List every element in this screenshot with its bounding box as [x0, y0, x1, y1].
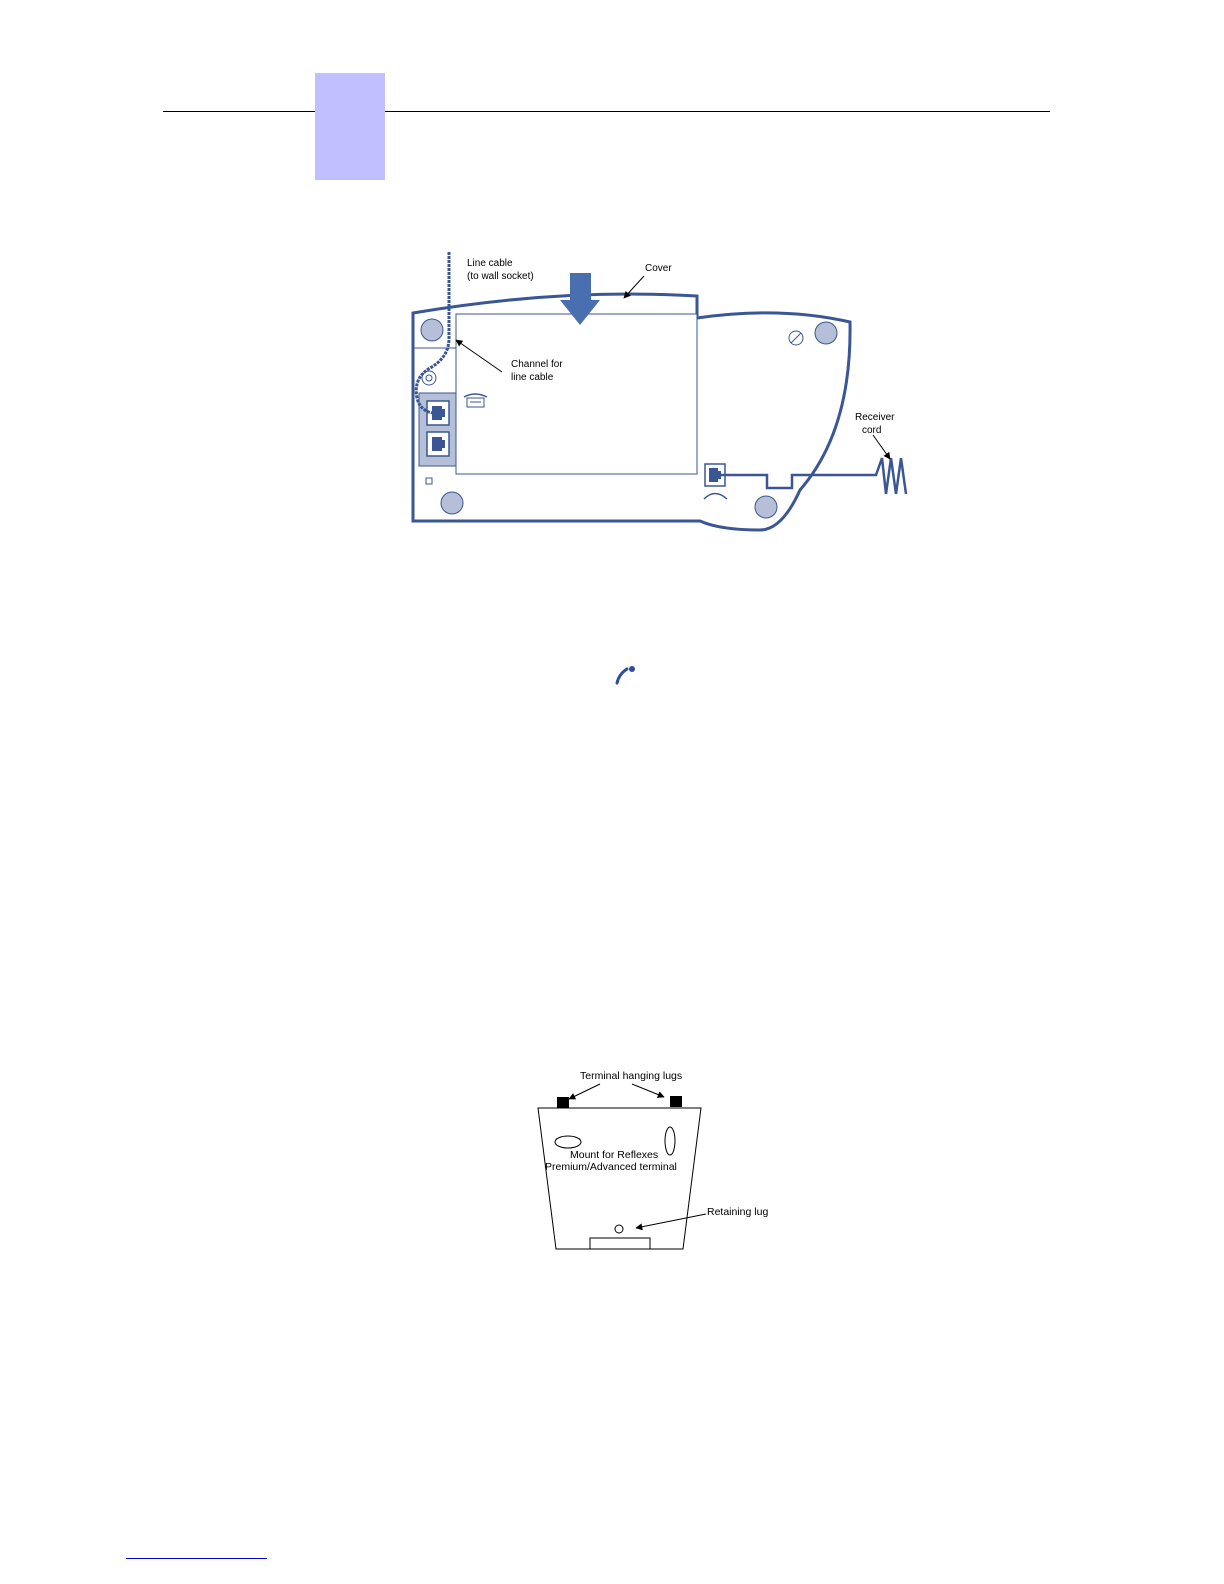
label-mount: Mount for Reflexes — [570, 1149, 658, 1161]
label-channel-sub: line cable — [511, 372, 554, 383]
mount-base-tab — [590, 1238, 650, 1249]
foot-bottom-right — [755, 496, 777, 518]
label-receiver-sub: cord — [862, 425, 881, 436]
foot-top-left — [421, 319, 443, 341]
phone-underside-diagram: Line cable (to wall socket) Cover Channe… — [400, 248, 920, 538]
hanging-lug-right — [670, 1096, 682, 1107]
label-line-cable: Line cable — [467, 258, 513, 269]
wall-mount-diagram: Terminal hanging lugs Mount for Reflexes… — [530, 1062, 790, 1258]
screw-hole — [422, 371, 436, 385]
header-rule — [163, 111, 1050, 112]
label-retaining-lug: Retaining lug — [707, 1206, 768, 1218]
handset-icon — [613, 664, 637, 686]
small-indicator — [426, 478, 432, 484]
foot-top-right — [815, 322, 837, 344]
label-channel: Channel for — [511, 359, 563, 370]
foot-bottom-left — [441, 492, 463, 514]
label-hanging-lugs: Terminal hanging lugs — [580, 1070, 682, 1082]
label-receiver: Receiver — [855, 412, 895, 423]
footer-link-underline[interactable] — [126, 1558, 267, 1559]
cover-panel — [456, 314, 697, 474]
label-cover: Cover — [645, 263, 672, 274]
chapter-tab — [315, 73, 385, 180]
retaining-lug — [615, 1225, 623, 1233]
mount-slot-left — [555, 1136, 581, 1148]
mount-slot-right — [665, 1127, 675, 1155]
hanging-lug-left — [557, 1097, 569, 1108]
label-line-cable-sub: (to wall socket) — [467, 271, 534, 282]
label-mount-sub: Premium/Advanced terminal — [545, 1161, 677, 1173]
